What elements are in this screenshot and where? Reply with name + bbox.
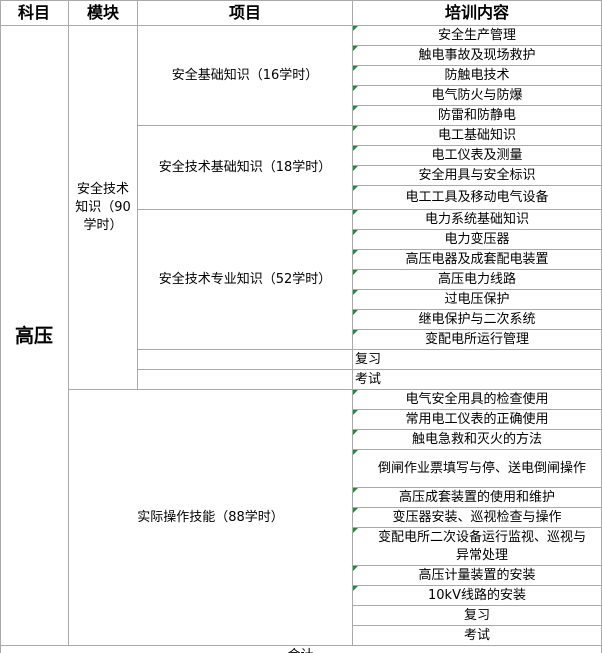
comment-marker — [353, 488, 358, 493]
content-text: 过电压保护 — [444, 291, 510, 307]
content-text: 电气安全用具的检查使用 — [405, 391, 549, 407]
content-cell: 电工基础知识 — [353, 126, 602, 146]
header-content: 培训内容 — [353, 0, 602, 26]
comment-marker — [353, 586, 358, 591]
comment-marker — [353, 126, 358, 131]
comment-marker — [353, 106, 358, 111]
top-border — [0, 0, 602, 1]
content-cell: 电力系统基础知识 — [353, 210, 602, 230]
content-cell: 高压计量装置的安装 — [353, 566, 602, 586]
content-cell: 常用电工仪表的正确使用 — [353, 410, 602, 430]
content-text: 电力系统基础知识 — [424, 211, 529, 227]
content-text: 触电事故及现场救护 — [418, 47, 536, 63]
content-text: 触电急救和灭火的方法 — [411, 431, 542, 447]
content-text: 高压电力线路 — [437, 271, 516, 287]
content-cell: 电工工具及移动电气设备 — [353, 186, 602, 210]
content-text: 电工基础知识 — [437, 127, 516, 143]
item-cell-tech-basic: 安全技术基础知识（18学时） — [138, 126, 353, 210]
content-cell: 电气防火与防爆 — [353, 86, 602, 106]
content-text: 常用电工仪表的正确使用 — [405, 411, 549, 427]
comment-marker — [353, 310, 358, 315]
content-cell: 高压电力线路 — [353, 270, 602, 290]
module-label-theory: 安全技术知识（90学时） — [75, 181, 131, 233]
header-item: 项目 — [138, 0, 353, 26]
comment-marker — [353, 430, 358, 435]
content-cell: 电工仪表及测量 — [353, 146, 602, 166]
content-text: 高压成套装置的使用和维护 — [398, 489, 555, 505]
content-text: 安全生产管理 — [437, 27, 516, 43]
comment-marker — [353, 46, 358, 51]
content-text: 电工工具及移动电气设备 — [405, 189, 549, 205]
content-text: 防触电技术 — [444, 67, 510, 83]
content-cell: 继电保护与二次系统 — [353, 310, 602, 330]
content-text: 高压电器及成套配电装置 — [405, 251, 549, 267]
content-text: 倒闸作业票填写与停、送电倒闸操作 — [377, 460, 586, 476]
content-text: 电气防火与防爆 — [431, 87, 523, 103]
content-cell: 安全用具与安全标识 — [353, 166, 602, 186]
comment-marker — [353, 66, 358, 71]
content-text: 变配电所运行管理 — [424, 331, 529, 347]
content-text: 高压计量装置的安装 — [418, 567, 536, 583]
comment-marker — [353, 210, 358, 215]
content-cell: 变配电所运行管理 — [353, 330, 602, 350]
review-cell: 复习 — [353, 350, 602, 370]
comment-marker — [353, 186, 358, 191]
content-text: 电力变压器 — [444, 231, 510, 247]
comment-marker — [353, 528, 358, 533]
content-text: 10kV线路的安装 — [428, 587, 526, 603]
content-text: 复习 — [463, 607, 490, 623]
exam-cell: 考试 — [353, 370, 602, 390]
comment-marker — [353, 166, 358, 171]
module-cell-theory: 安全技术知识（90学时） — [69, 26, 138, 390]
content-cell: 安全生产管理 — [353, 26, 602, 46]
content-cell: 防触电技术 — [353, 66, 602, 86]
content-cell: 电力变压器 — [353, 230, 602, 250]
header-subject: 科目 — [0, 0, 69, 26]
total-row: 合计 — [0, 646, 602, 653]
item-cell-tech-pro: 安全技术专业知识（52学时） — [138, 210, 353, 350]
content-text: 安全用具与安全标识 — [418, 167, 536, 183]
header-module: 模块 — [69, 0, 138, 26]
comment-marker — [353, 450, 358, 455]
comment-marker — [353, 410, 358, 415]
content-cell: 变配电所二次设备运行监视、巡视与异常处理 — [353, 528, 602, 566]
comment-marker — [353, 146, 358, 151]
content-text: 考试 — [463, 627, 490, 643]
item-cell-review-spacer — [138, 350, 353, 370]
comment-marker — [353, 26, 358, 31]
content-cell: 考试 — [353, 626, 602, 646]
subject-cell: 高压 — [0, 26, 69, 646]
comment-marker — [353, 508, 358, 513]
content-text: 防雷和防静电 — [437, 107, 516, 123]
comment-marker — [353, 390, 358, 395]
content-cell: 倒闸作业票填写与停、送电倒闸操作 — [353, 450, 602, 488]
comment-marker — [353, 330, 358, 335]
comment-marker — [353, 270, 358, 275]
content-text: 变配电所二次设备运行监视、巡视与异常处理 — [377, 529, 586, 563]
item-cell-basic: 安全基础知识（16学时） — [138, 26, 353, 126]
comment-marker — [353, 566, 358, 571]
module-cell-practice: 实际操作技能（88学时） — [69, 390, 353, 646]
content-cell: 10kV线路的安装 — [353, 586, 602, 606]
content-text: 电工仪表及测量 — [431, 147, 523, 163]
content-text: 继电保护与二次系统 — [418, 311, 536, 327]
left-border — [0, 0, 1, 653]
comment-marker — [353, 250, 358, 255]
content-cell: 变压器安装、巡视检查与操作 — [353, 508, 602, 528]
content-cell: 触电事故及现场救护 — [353, 46, 602, 66]
content-cell: 触电急救和灭火的方法 — [353, 430, 602, 450]
comment-marker — [353, 86, 358, 91]
content-cell: 高压成套装置的使用和维护 — [353, 488, 602, 508]
content-cell: 过电压保护 — [353, 290, 602, 310]
item-cell-exam-spacer — [138, 370, 353, 390]
content-cell: 高压电器及成套配电装置 — [353, 250, 602, 270]
comment-marker — [353, 230, 358, 235]
content-cell: 复习 — [353, 606, 602, 626]
comment-marker — [353, 290, 358, 295]
content-text: 变压器安装、巡视检查与操作 — [392, 509, 562, 525]
content-cell: 电气安全用具的检查使用 — [353, 390, 602, 410]
content-cell: 防雷和防静电 — [353, 106, 602, 126]
